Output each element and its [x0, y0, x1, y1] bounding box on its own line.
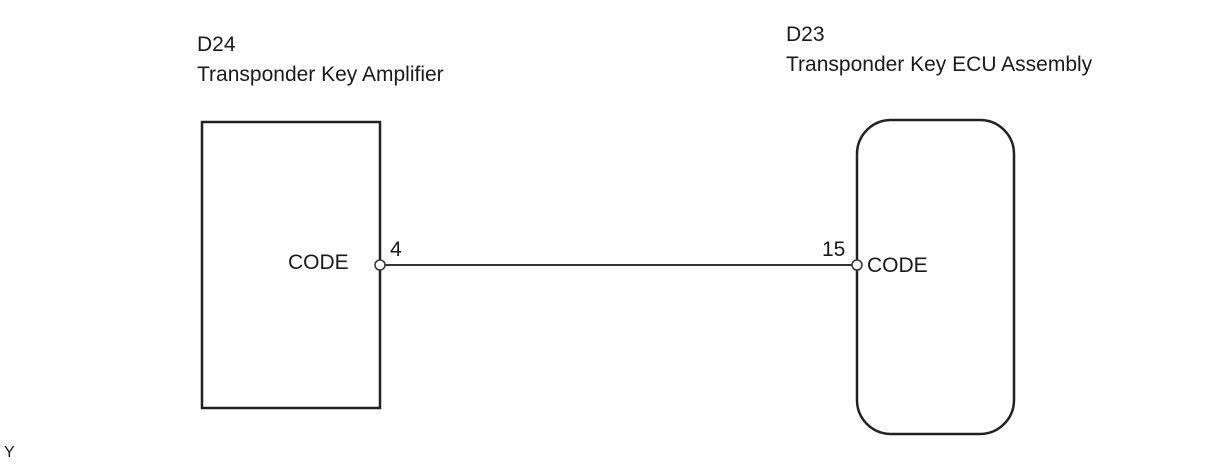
- ecu-box: [855, 118, 1016, 436]
- corner-mark: Y: [4, 444, 15, 461]
- right-pin-number: 15: [822, 238, 846, 261]
- right-component-code: D23: [786, 23, 825, 46]
- ecu-pin-15-terminal: [851, 259, 863, 271]
- left-terminal-label: CODE: [288, 251, 349, 274]
- right-terminal-label: CODE: [867, 254, 928, 277]
- left-pin-number: 4: [390, 238, 402, 261]
- left-component-code: D24: [197, 33, 236, 56]
- left-component-name: Transponder Key Amplifier: [197, 63, 444, 86]
- right-component-name: Transponder Key ECU Assembly: [786, 53, 1093, 76]
- amplifier-pin-4-terminal: [374, 259, 386, 271]
